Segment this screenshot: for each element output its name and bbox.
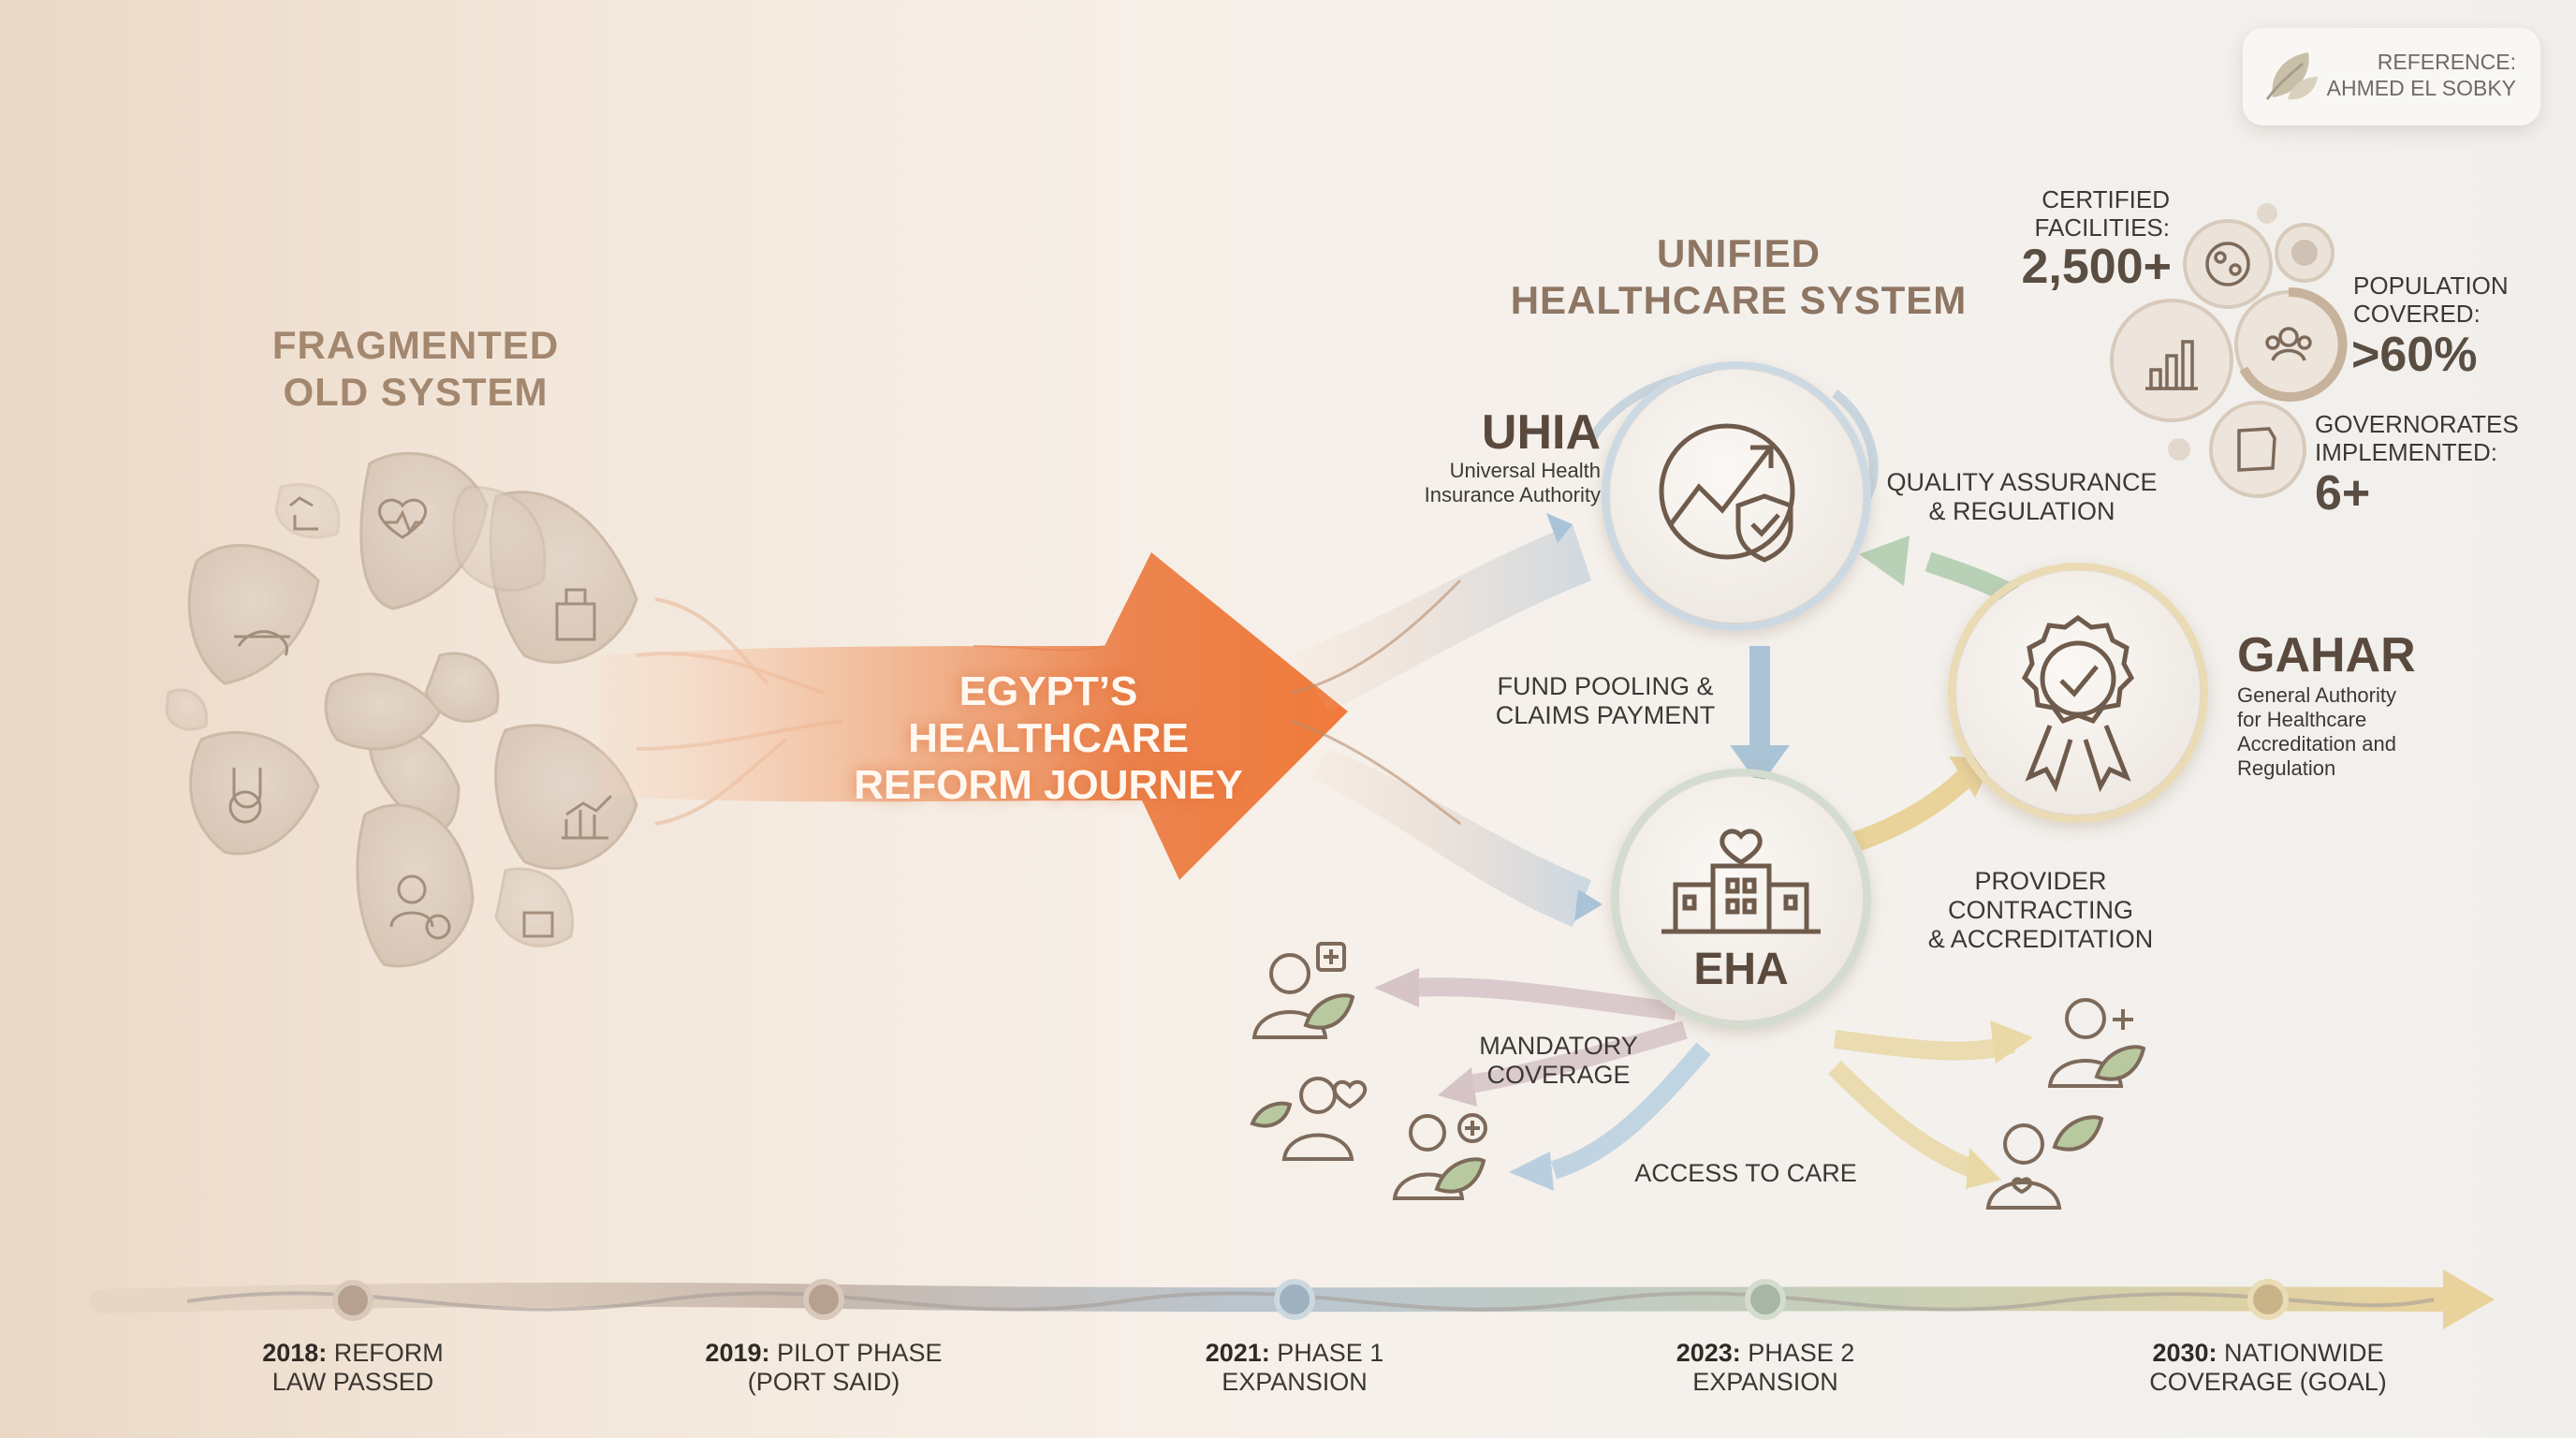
flow-mandatory-coverage: MANDATORY COVERAGE <box>1479 1032 1638 1089</box>
gahar-acronym: GAHAR <box>2237 628 2416 682</box>
timeline-node-2021 <box>1274 1279 1315 1320</box>
uhia-icon <box>1659 423 1795 563</box>
timeline-text-2030: NATIONWIDE COVERAGE (GOAL) <box>2149 1339 2387 1396</box>
timeline-text-2018: REFORM LAW PASSED <box>271 1339 444 1396</box>
population-label: POPULATION COVERED: <box>2353 271 2509 328</box>
timeline-label-2030: 2030: NATIONWIDE COVERAGE (GOAL) <box>2118 1339 2418 1397</box>
timeline-label-2019: 2019: PILOT PHASE (PORT SAID) <box>674 1339 973 1397</box>
uhia-name: Universal Health Insurance Authority <box>1424 459 1601 506</box>
flow-quality-assurance: QUALITY ASSURANCE & REGULATION <box>1886 468 2158 525</box>
governorates-value: 6+ <box>2315 466 2371 521</box>
leaf-icon <box>2265 52 2318 100</box>
flow-access-to-care: ACCESS TO CARE <box>1634 1159 1857 1187</box>
gahar-name: General Authority for Healthcare Accredi… <box>2237 683 2396 780</box>
reference-card: REFERENCE: AHMED EL SOBKY <box>2243 28 2540 125</box>
timeline-node-2019 <box>803 1279 844 1320</box>
timeline-node-2018 <box>332 1280 373 1321</box>
journey-title: EGYPT’S HEALTHCARE REFORM JOURNEY <box>854 668 1243 808</box>
timeline-node-2030 <box>2247 1279 2289 1320</box>
facilities-label: CERTIFIED FACILITIES: <box>2034 185 2171 242</box>
eha-circle <box>1611 769 1871 1029</box>
timeline-text-2021: PHASE 1 EXPANSION <box>1222 1339 1384 1396</box>
reference-line2: AHMED EL SOBKY <box>2326 76 2516 100</box>
timeline <box>91 1269 2495 1329</box>
fragmented-system-cluster <box>165 451 638 968</box>
timeline-year-2021: 2021: <box>1205 1339 1270 1367</box>
eha-acronym: EHA <box>1693 945 1789 994</box>
flow-fund-pooling: FUND POOLING & CLAIMS PAYMENT <box>1495 672 1716 729</box>
facilities-value: 2,500+ <box>2021 240 2173 294</box>
governorates-label: GOVERNORATES IMPLEMENTED: <box>2315 410 2519 466</box>
timeline-year-2030: 2030: <box>2152 1339 2217 1367</box>
reference-text: REFERENCE: AHMED EL SOBKY <box>2327 49 2516 101</box>
timeline-label-2018: 2018: REFORM LAW PASSED <box>203 1339 503 1397</box>
gahar-icon <box>2021 614 2135 793</box>
patient-figures <box>1250 942 2146 1210</box>
timeline-label-2021: 2021: PHASE 1 EXPANSION <box>1145 1339 1444 1397</box>
timeline-year-2018: 2018: <box>262 1339 328 1367</box>
flow-provider-contracting: PROVIDER CONTRACTING & ACCREDITATION <box>1927 867 2154 953</box>
reform-journey-arrow <box>599 552 1348 880</box>
stats-bubbles <box>2110 203 2348 498</box>
timeline-text-2019: PILOT PHASE (PORT SAID) <box>747 1339 943 1396</box>
uhia-acronym: UHIA <box>1481 405 1601 460</box>
old-system-title: FRAGMENTED OLD SYSTEM <box>271 323 560 414</box>
uhia-circle <box>1602 361 1871 631</box>
timeline-year-2019: 2019: <box>705 1339 770 1367</box>
reference-line1: REFERENCE: <box>2377 50 2516 74</box>
timeline-year-2023: 2023: <box>1676 1339 1741 1367</box>
population-value: >60% <box>2351 328 2478 382</box>
timeline-node-2023 <box>1745 1279 1786 1320</box>
timeline-label-2023: 2023: PHASE 2 EXPANSION <box>1616 1339 1915 1397</box>
unified-system-title: UNIFIED HEALTHCARE SYSTEM <box>1510 231 1968 322</box>
eha-icon <box>1661 829 1821 934</box>
timeline-text-2023: PHASE 2 EXPANSION <box>1692 1339 1855 1396</box>
